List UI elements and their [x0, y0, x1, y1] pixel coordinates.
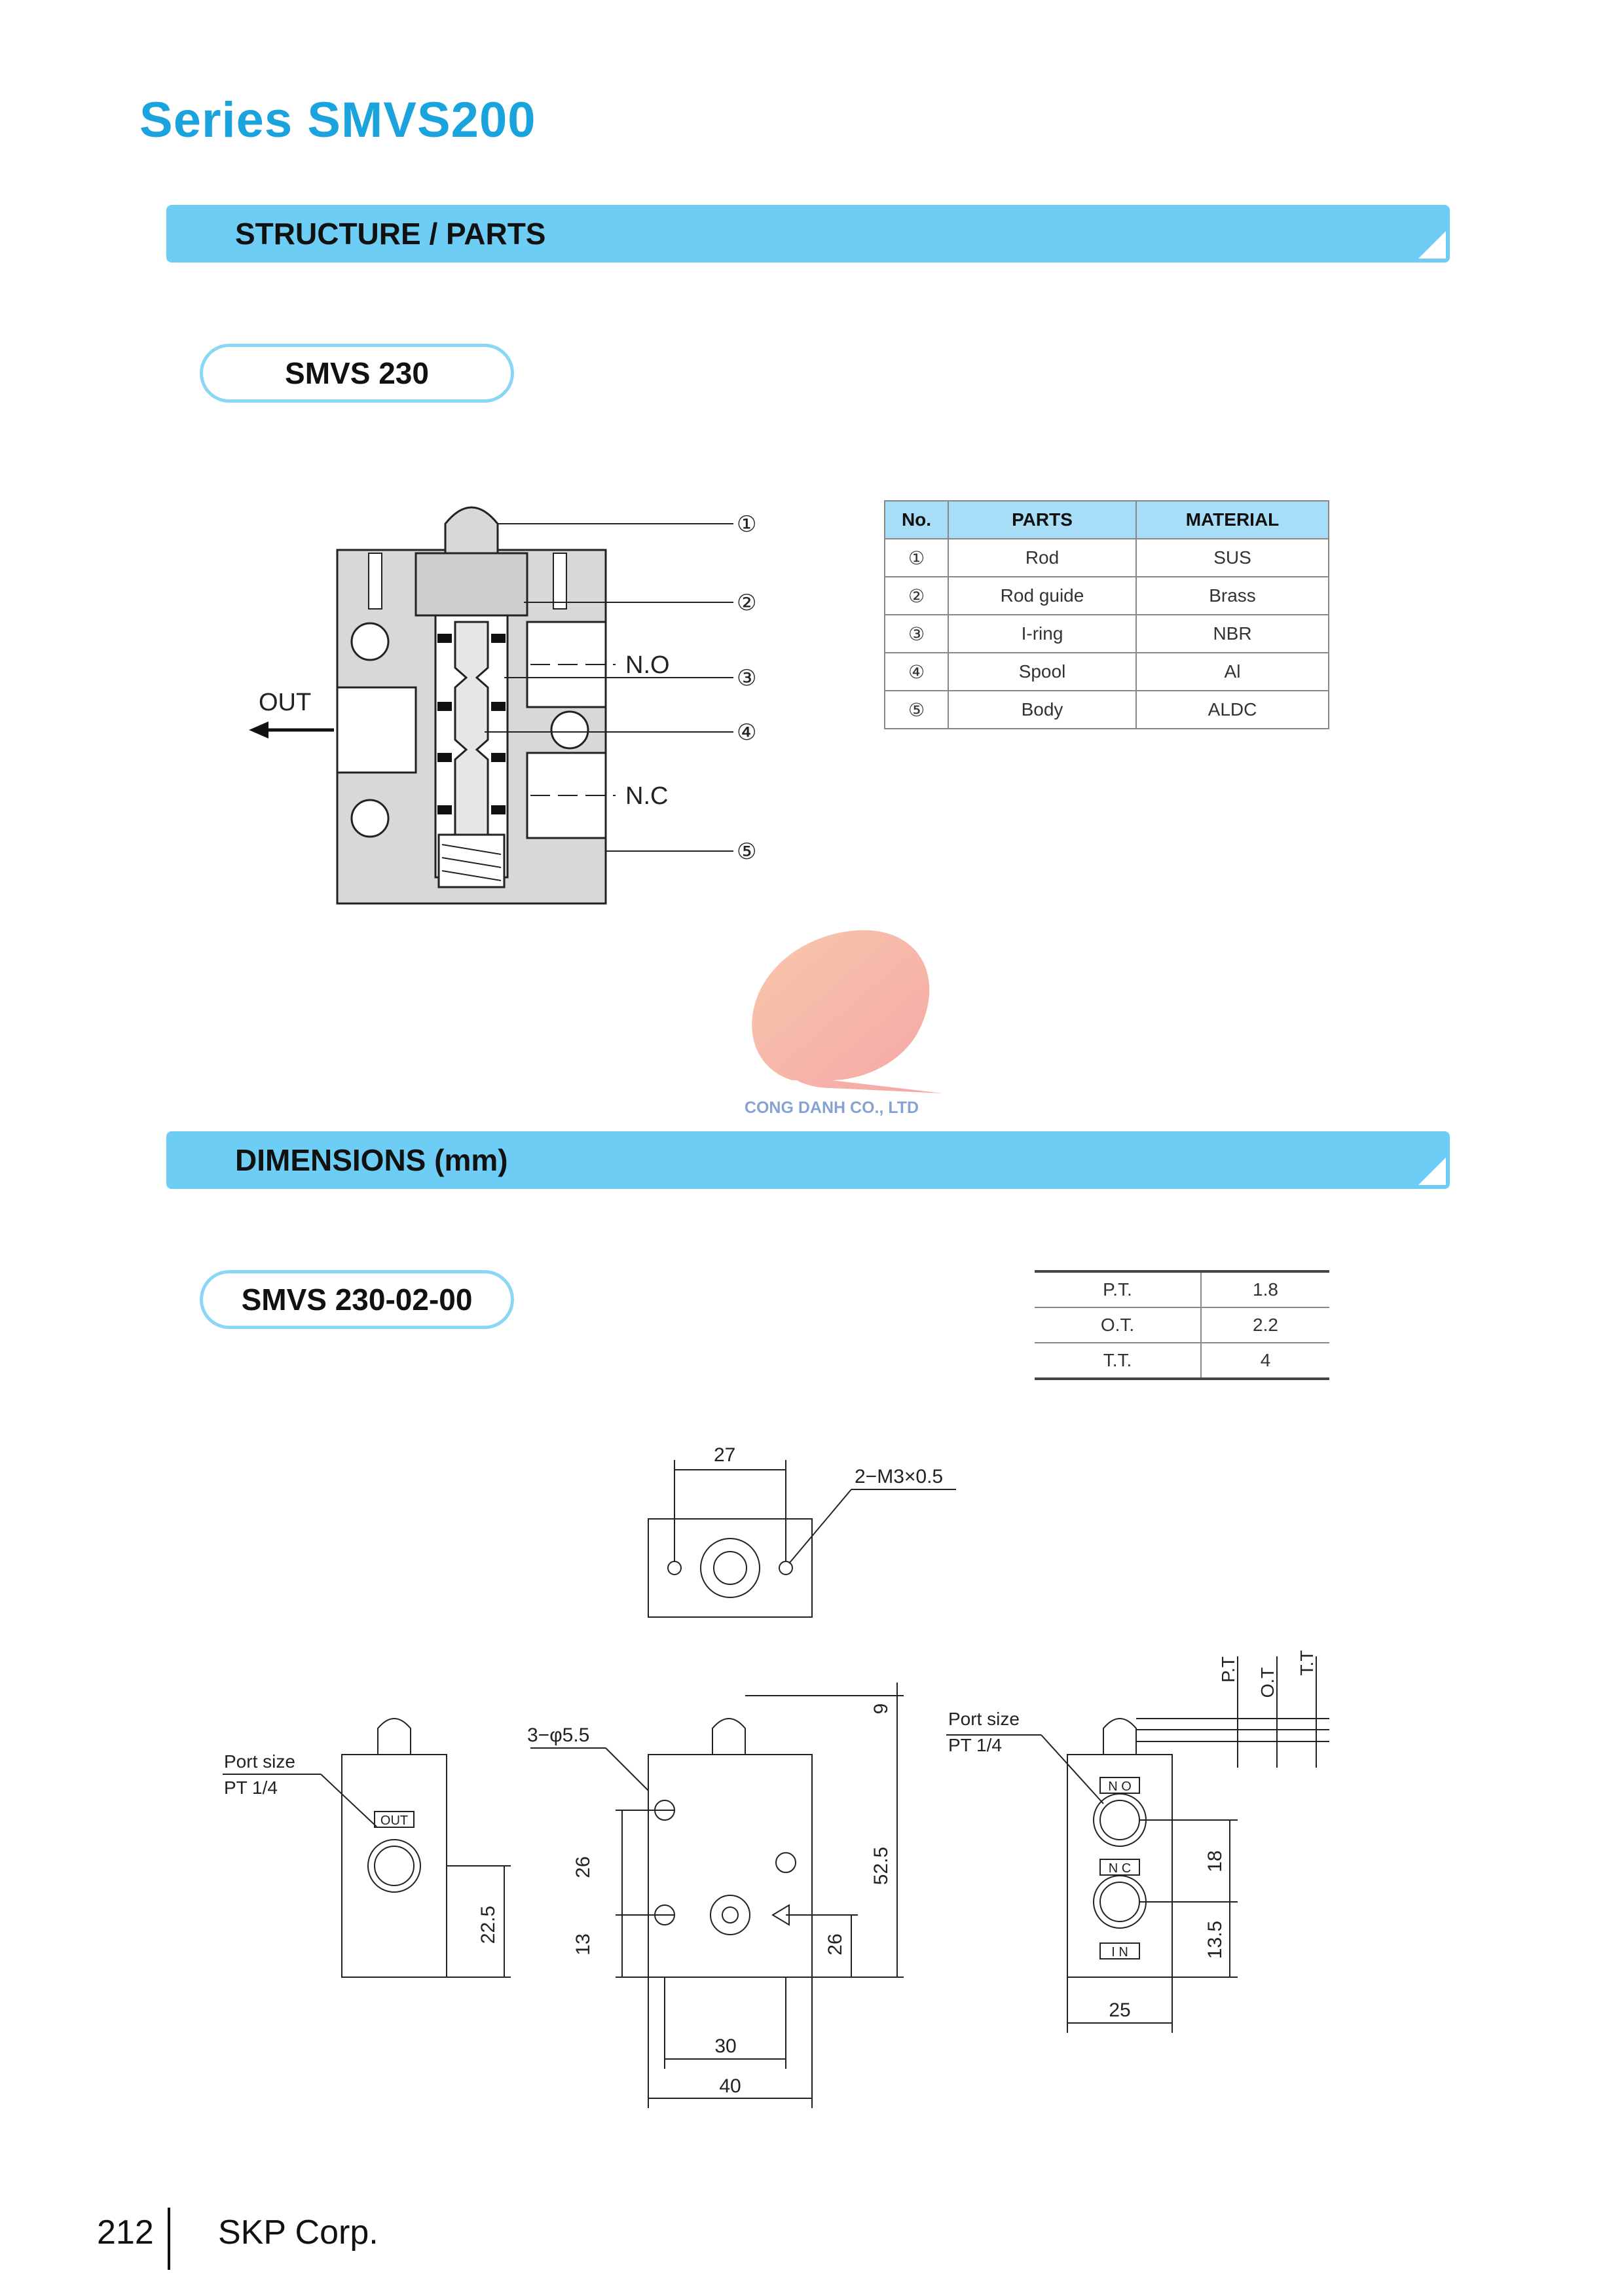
dim-top-27: 27: [714, 1444, 735, 1466]
dim-holes: 3−φ5.5: [527, 1724, 589, 1746]
dim-52-5: 52.5: [870, 1847, 892, 1885]
dim-thread: 2−M3×0.5: [855, 1466, 943, 1487]
left-port-out: OUT: [380, 1813, 408, 1828]
out-label: OUT: [259, 689, 311, 716]
left-port-size: PT 1/4: [224, 1777, 278, 1798]
no-label: N.O: [625, 651, 670, 679]
right-port-label: Port size: [948, 1709, 1020, 1729]
dim-13: 13: [572, 1933, 594, 1955]
dim-pt: P.T: [1218, 1656, 1238, 1683]
left-view-rod: [377, 1718, 411, 1755]
page-number: 212: [97, 2214, 154, 2251]
mount-hole: [350, 622, 390, 661]
watermark-text: CONG DANH CO., LTD: [745, 1099, 919, 1117]
col-material: MATERIAL: [1135, 500, 1329, 539]
right-view-body: [1067, 1754, 1173, 1978]
rod-guide: [415, 552, 528, 617]
dim-25: 25: [1109, 1999, 1130, 2021]
callout-1: ①: [737, 512, 756, 537]
banner-corner-mark: [1418, 1157, 1446, 1185]
spec-table: P.T.1.8 O.T.2.2 T.T.4: [1035, 1270, 1329, 1380]
dimension-drawings: 27 2−M3×0.5: [223, 1444, 1329, 2108]
callout-3: ③: [737, 666, 756, 691]
right-port-nc: N C: [1109, 1861, 1131, 1876]
mount-hole: [350, 799, 390, 838]
left-view-body: [341, 1754, 447, 1978]
dimensions-banner-label: DIMENSIONS (mm): [235, 1143, 508, 1177]
company-name: SKP Corp.: [218, 2214, 378, 2251]
callout-2: ②: [737, 591, 756, 615]
spring: [437, 833, 506, 888]
nc-label: N.C: [625, 782, 668, 810]
footer-divider: [168, 2208, 170, 2270]
right-port-in: I N: [1111, 1945, 1128, 1959]
structure-banner-label: STRUCTURE / PARTS: [235, 217, 546, 251]
dim-30: 30: [714, 2035, 736, 2057]
banner-corner-mark: [1418, 231, 1446, 259]
series-title: Series SMVS200: [139, 92, 536, 148]
dim-ot: O.T: [1257, 1667, 1278, 1698]
col-no: No.: [884, 500, 949, 539]
screw: [553, 553, 567, 610]
watermark-swoosh: [752, 930, 943, 1093]
front-view-body: [648, 1754, 813, 1978]
table-row: T.T.4: [1035, 1342, 1329, 1380]
dim-tt: T.T: [1297, 1650, 1317, 1676]
dim-13-5: 13.5: [1204, 1921, 1226, 1959]
dim-18: 18: [1204, 1850, 1226, 1872]
right-view-rod: [1103, 1718, 1137, 1755]
dimensions-banner: DIMENSIONS (mm): [166, 1131, 1450, 1189]
dim-40: 40: [719, 2075, 741, 2097]
top-view-body: [648, 1518, 813, 1618]
top-view-center-ring: [700, 1538, 760, 1598]
table-row: O.T.2.2: [1035, 1307, 1329, 1343]
structure-model-pill: SMVS 230: [200, 344, 514, 403]
dim-26-left: 26: [572, 1856, 594, 1878]
parts-table-header: No. PARTS MATERIAL: [884, 500, 1329, 539]
table-row: P.T.1.8: [1035, 1270, 1329, 1308]
dim-26-right: 26: [824, 1933, 846, 1955]
out-port: [336, 686, 417, 774]
right-port-no: N O: [1108, 1779, 1132, 1794]
callout-5: ⑤: [737, 839, 756, 864]
mount-hole: [550, 710, 589, 750]
structure-banner: STRUCTURE / PARTS: [166, 205, 1450, 263]
dimensions-model-pill: SMVS 230-02-00: [200, 1270, 514, 1329]
structure-cross-section: OUT N.O N.C ① ② ③ ④ ⑤: [249, 506, 756, 905]
col-parts: PARTS: [948, 500, 1137, 539]
i-rings: [437, 634, 506, 814]
screw: [368, 553, 382, 610]
dim-9: 9: [870, 1704, 892, 1715]
watermark-logo: CONG DANH CO., LTD: [745, 930, 943, 1117]
left-port-label: Port size: [224, 1751, 295, 1772]
right-port-size: PT 1/4: [948, 1735, 1002, 1755]
dim-22-5: 22.5: [477, 1906, 499, 1944]
front-view-rod: [712, 1718, 746, 1755]
callout-4: ④: [737, 720, 756, 745]
